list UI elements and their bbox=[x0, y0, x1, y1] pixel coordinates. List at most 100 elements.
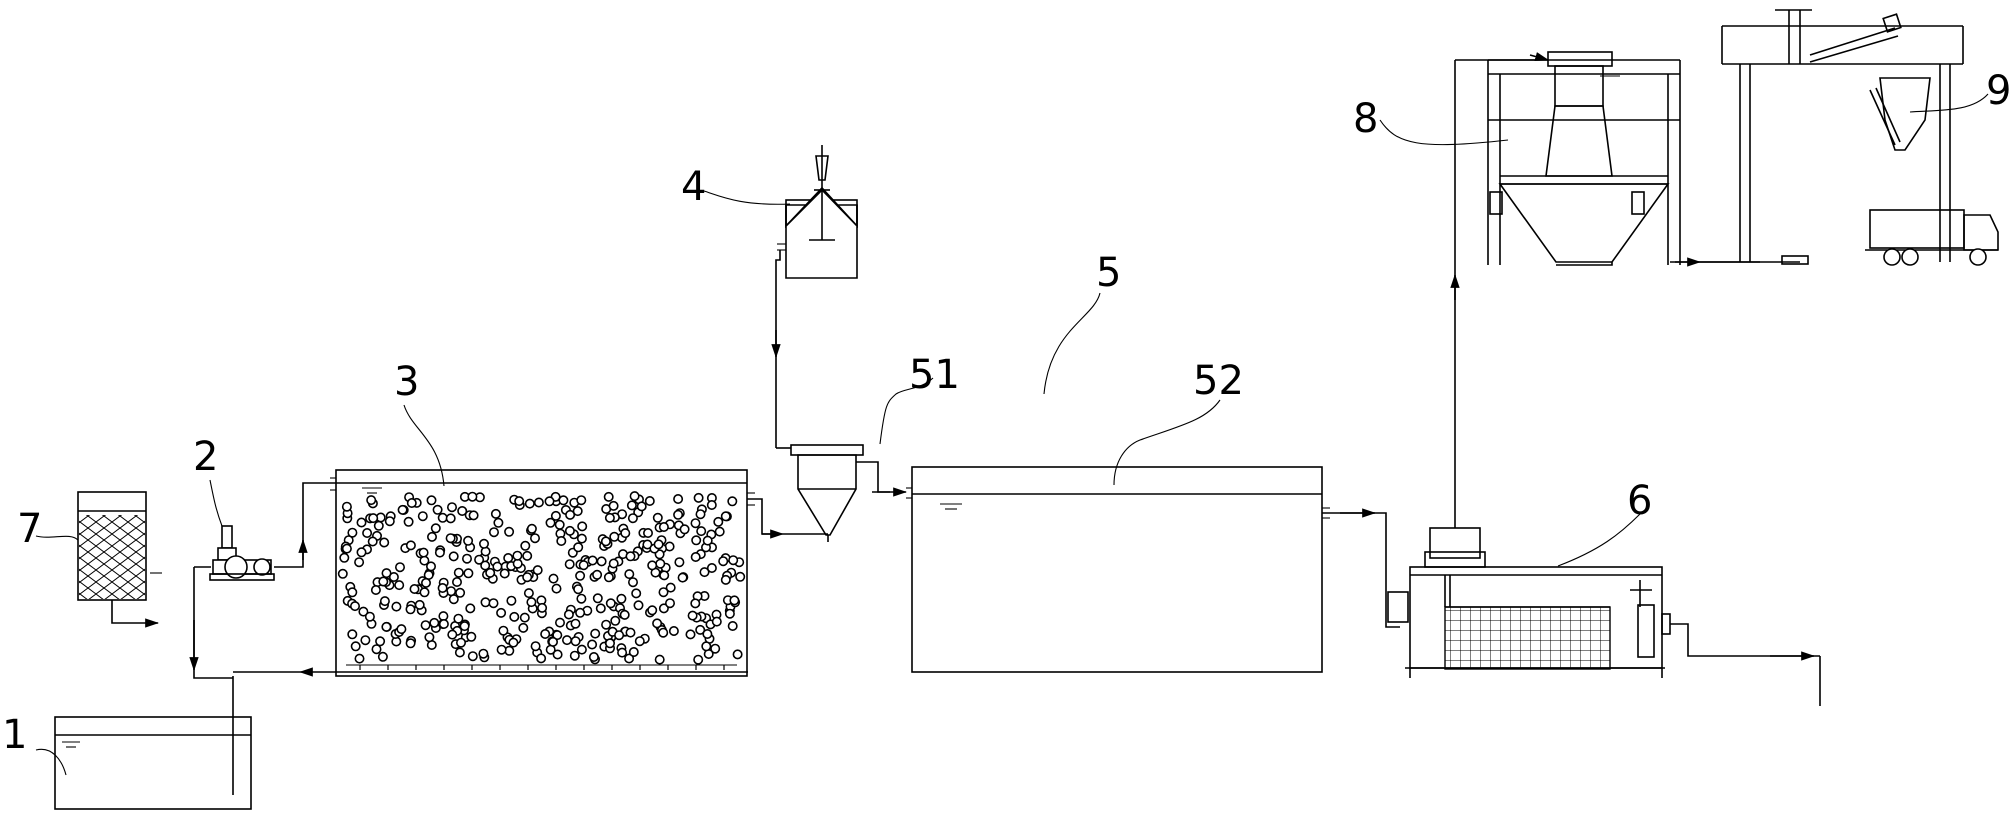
media-particle bbox=[664, 598, 675, 609]
media-particle bbox=[720, 574, 731, 585]
media-particle bbox=[533, 497, 544, 508]
media-particle bbox=[706, 562, 717, 573]
media-particle bbox=[405, 540, 416, 551]
media-particle bbox=[592, 593, 603, 604]
media-particle bbox=[592, 569, 603, 580]
media-particle bbox=[577, 521, 588, 532]
media-particle bbox=[493, 517, 504, 528]
media-particle bbox=[729, 595, 740, 606]
media-particle bbox=[572, 506, 583, 517]
media-particle bbox=[608, 558, 619, 569]
media-particle bbox=[508, 637, 519, 648]
media-particle bbox=[463, 568, 474, 579]
media-particle bbox=[354, 653, 365, 664]
media-particle bbox=[375, 636, 386, 647]
media-particle bbox=[512, 558, 523, 569]
mixing-hopper-51 bbox=[776, 444, 908, 542]
media-particle bbox=[522, 572, 533, 583]
media-particle bbox=[727, 496, 738, 507]
media-particle bbox=[391, 601, 402, 612]
media-particle bbox=[564, 525, 575, 536]
media-particle bbox=[488, 598, 499, 609]
media-particle bbox=[556, 535, 567, 546]
label-52: 52 bbox=[1193, 358, 1244, 404]
media-particle bbox=[356, 547, 367, 558]
media-particle bbox=[554, 617, 565, 628]
media-particle bbox=[576, 533, 587, 544]
media-particle bbox=[536, 653, 547, 664]
media-particle bbox=[550, 510, 561, 521]
media-particle bbox=[499, 568, 510, 579]
media-particle bbox=[658, 603, 669, 614]
media-particle bbox=[394, 580, 405, 591]
media-particle bbox=[447, 629, 458, 640]
media-particle bbox=[368, 513, 379, 524]
media-particle bbox=[596, 556, 607, 567]
media-particle bbox=[636, 501, 647, 512]
media-particle bbox=[647, 560, 658, 571]
media-particle bbox=[463, 535, 474, 546]
media-particle bbox=[601, 619, 612, 630]
media-particle bbox=[356, 517, 367, 528]
label-9: 9 bbox=[1986, 68, 2011, 114]
media-particle bbox=[673, 493, 684, 504]
reaction-tank-52 bbox=[906, 466, 1400, 673]
media-particle bbox=[609, 531, 620, 542]
media-particle bbox=[713, 516, 724, 527]
media-particle bbox=[552, 649, 563, 660]
dryer-8 bbox=[1455, 51, 1760, 267]
media-particle bbox=[695, 624, 706, 635]
media-particle bbox=[626, 500, 637, 511]
media-particle bbox=[446, 502, 457, 513]
media-particle bbox=[564, 559, 575, 570]
media-particle bbox=[426, 495, 437, 506]
label-2: 2 bbox=[193, 434, 218, 480]
media-particle bbox=[570, 618, 581, 629]
media-particle bbox=[573, 584, 584, 595]
media-particle bbox=[467, 651, 478, 662]
media-particle bbox=[658, 587, 669, 598]
media-particle bbox=[480, 560, 491, 571]
media-particle bbox=[665, 582, 676, 593]
media-particle bbox=[360, 635, 371, 646]
media-particle bbox=[529, 533, 540, 544]
media-particle bbox=[652, 512, 663, 523]
media-particle bbox=[578, 560, 589, 571]
media-particle bbox=[425, 561, 436, 572]
media-particle bbox=[526, 597, 537, 608]
component-labels: 1 2 3 4 5 51 52 6 7 8 9 bbox=[2, 68, 2011, 758]
media-particle bbox=[587, 639, 598, 650]
media-particle bbox=[454, 647, 465, 658]
media-particle bbox=[625, 627, 636, 638]
media-particle bbox=[693, 492, 704, 503]
media-particle bbox=[728, 555, 739, 566]
media-particle bbox=[603, 491, 614, 502]
media-particle bbox=[674, 557, 685, 568]
media-particle bbox=[437, 582, 448, 593]
media-particle bbox=[561, 635, 572, 646]
media-particle bbox=[492, 561, 503, 572]
media-particle bbox=[490, 508, 501, 519]
media-particle bbox=[370, 584, 381, 595]
media-particle bbox=[451, 576, 462, 587]
media-particle bbox=[347, 629, 358, 640]
media-particle bbox=[659, 570, 670, 581]
media-particle bbox=[466, 631, 477, 642]
media-particle bbox=[417, 511, 428, 522]
media-particle bbox=[628, 646, 639, 657]
media-particle bbox=[414, 599, 425, 610]
media-particle bbox=[488, 527, 499, 538]
media-particle bbox=[701, 641, 712, 652]
media-particle bbox=[654, 654, 665, 665]
media-particle bbox=[620, 528, 631, 539]
media-particle bbox=[673, 509, 684, 520]
media-particle bbox=[718, 556, 729, 567]
media-particle bbox=[624, 569, 635, 580]
media-particle bbox=[426, 531, 437, 542]
media-particle bbox=[478, 538, 489, 549]
media-particle bbox=[379, 596, 390, 607]
media-particle bbox=[634, 636, 645, 647]
media-particle bbox=[362, 527, 373, 538]
media-particle bbox=[616, 593, 627, 604]
